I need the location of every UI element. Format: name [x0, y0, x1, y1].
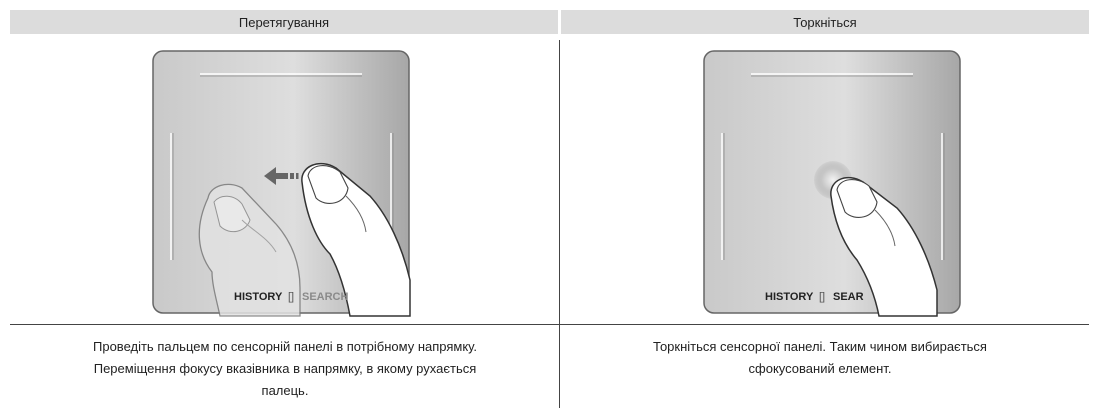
- tap-description: Торкніться сенсорної панелі. Таким чином…: [590, 336, 1050, 380]
- drag-gesture-illustration: HISTORY [] SEARCH: [150, 48, 412, 318]
- description-line: сфокусований елемент.: [590, 358, 1050, 380]
- row-divider: [10, 324, 1089, 325]
- tap-gesture-illustration: HISTORY [] SEAR: [701, 48, 963, 318]
- history-label: HISTORY: [234, 291, 283, 303]
- svg-text:[]: []: [819, 291, 825, 303]
- description-line: Торкніться сенсорної панелі. Таким чином…: [590, 336, 1050, 358]
- search-label: SEAR: [833, 291, 864, 303]
- search-label: SEARCH: [302, 291, 349, 303]
- description-line: Проведіть пальцем по сенсорній панелі в …: [25, 336, 545, 358]
- column-divider: [559, 40, 560, 408]
- svg-text:[]: []: [288, 291, 294, 303]
- description-line: палець.: [25, 380, 545, 402]
- column-header-tap: Торкніться: [561, 10, 1089, 34]
- column-header-drag: Перетягування: [10, 10, 558, 34]
- history-label: HISTORY: [765, 291, 814, 303]
- drag-description: Проведіть пальцем по сенсорній панелі в …: [25, 336, 545, 402]
- touchpad-labels: HISTORY [] SEARCH: [234, 291, 349, 303]
- description-line: Переміщення фокусу вказівника в напрямку…: [25, 358, 545, 380]
